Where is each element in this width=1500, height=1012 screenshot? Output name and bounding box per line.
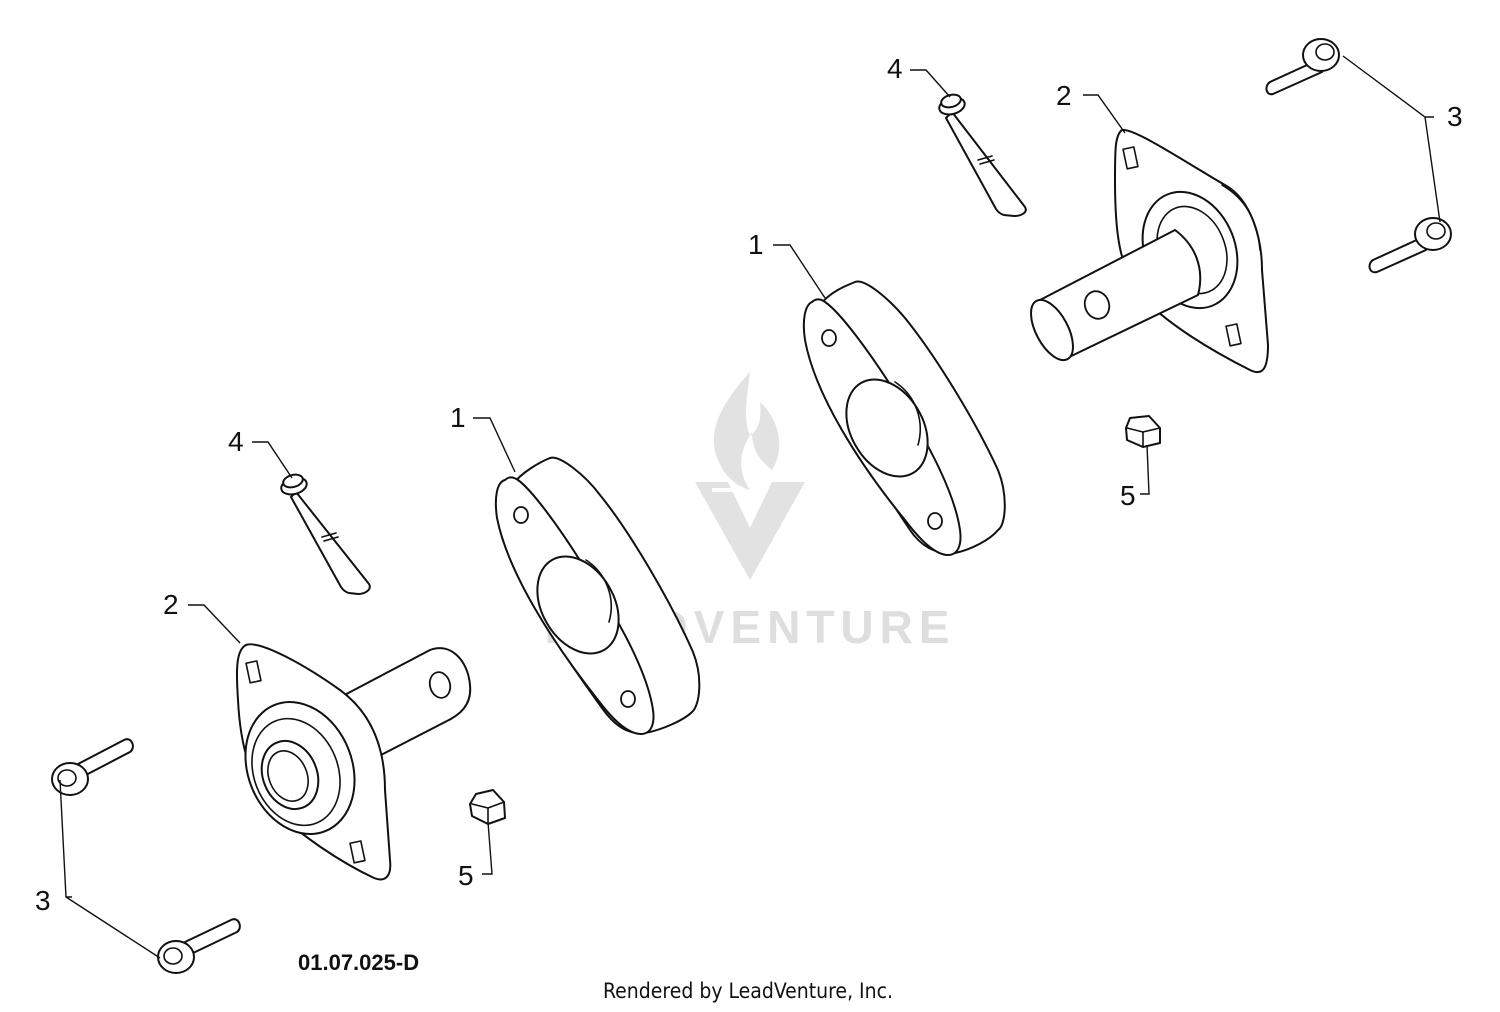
leader-lines <box>59 55 1441 959</box>
callout-bolts-right: 3 <box>1447 101 1463 132</box>
callout-bolts-left: 3 <box>35 885 51 916</box>
flange-bearing-left <box>236 643 472 881</box>
hex-nut-right <box>1125 415 1161 448</box>
clevis-pin-left <box>280 473 371 595</box>
callout-pin-left: 4 <box>228 426 244 457</box>
flange-bearing-right <box>1030 128 1269 374</box>
render-credit: Rendered by LeadVenture, Inc. <box>603 979 893 1003</box>
flange-bolt-left-top <box>51 738 134 796</box>
callout-spacer-left: 1 <box>450 402 466 433</box>
diagram-code: 01.07.025-D <box>298 950 419 975</box>
flange-bolt-left-bottom <box>157 918 241 974</box>
callout-nut-right: 5 <box>1120 480 1136 511</box>
callout-bearing-left: 2 <box>163 589 179 620</box>
flange-bolt-right-bottom <box>1368 217 1452 274</box>
clevis-pin-right <box>938 93 1027 217</box>
callout-spacer-right: 1 <box>748 229 764 260</box>
hex-nut-left <box>469 789 506 825</box>
spacer-plate-left <box>494 456 701 735</box>
spacer-plate-right <box>802 280 1006 556</box>
callout-nut-left: 5 <box>458 860 474 891</box>
callout-bearing-right: 2 <box>1056 80 1072 111</box>
flange-bolt-right-top <box>1265 38 1340 96</box>
callout-pin-right: 4 <box>887 53 903 84</box>
